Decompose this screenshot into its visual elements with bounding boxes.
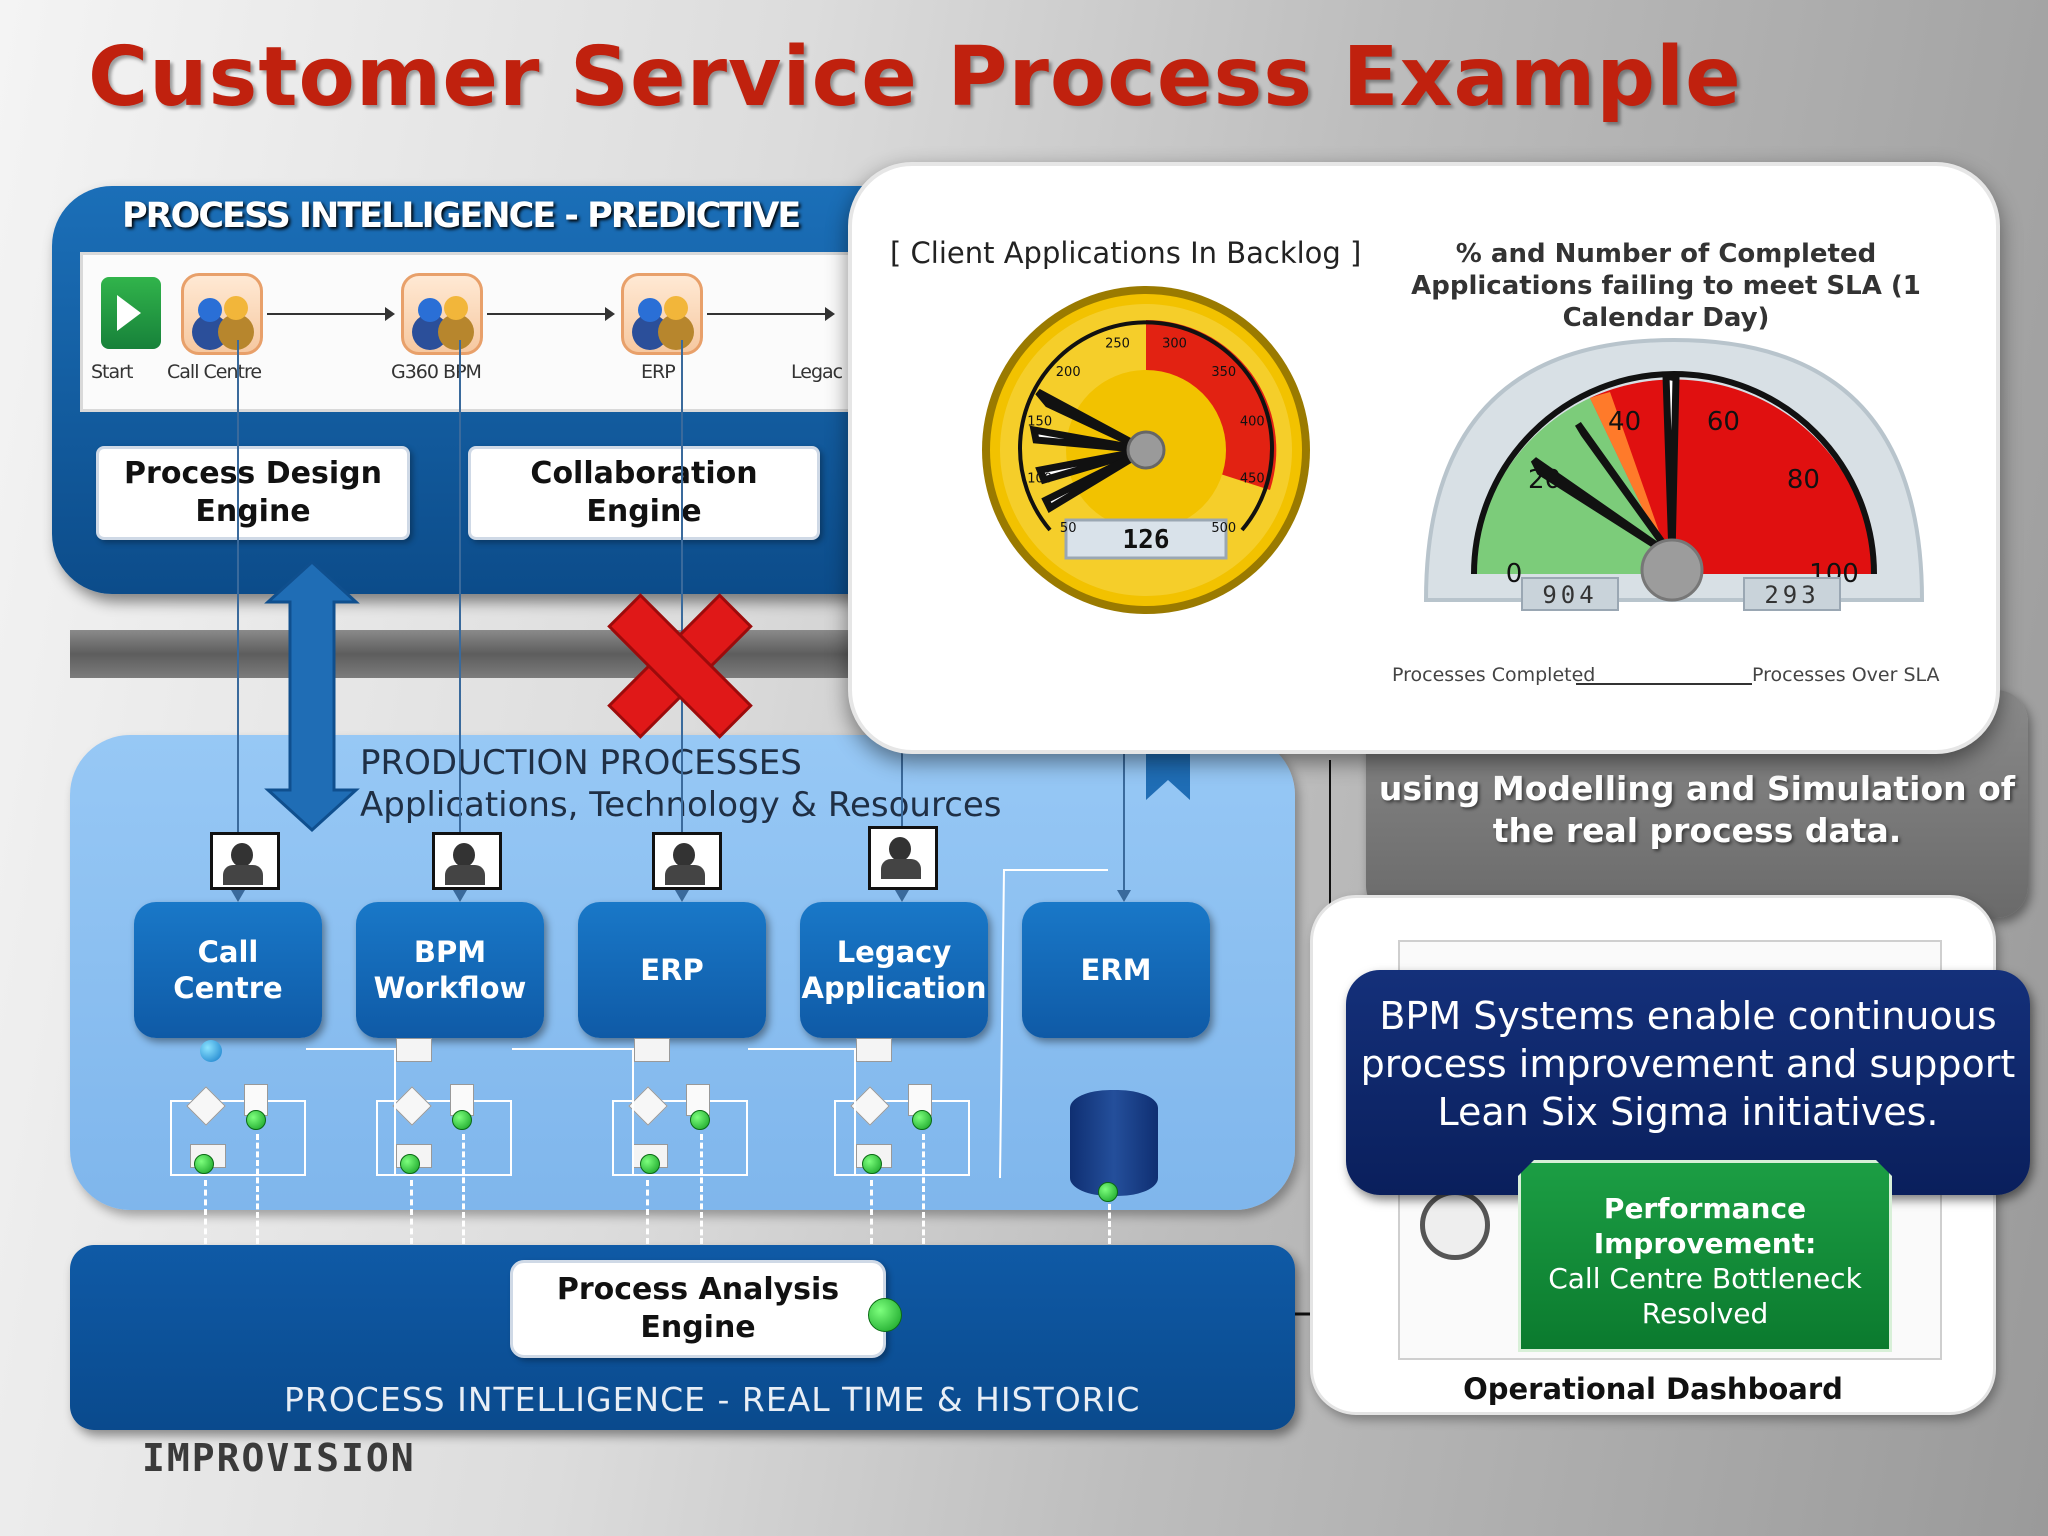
process-analysis-engine[interactable]: Process Analysis Engine [510, 1260, 886, 1358]
status-dot-icon [640, 1154, 660, 1174]
status-dot-icon [862, 1154, 882, 1174]
sla-tick-label: 80 [1787, 465, 1820, 495]
system-call-centre[interactable]: Call Centre [134, 902, 322, 1038]
performance-body: Call Centre Bottleneck Resolved [1548, 1262, 1862, 1330]
flow-arrow [267, 307, 395, 321]
collaboration-engine[interactable]: Collaboration Engine [468, 446, 820, 540]
dashed-link [204, 1180, 207, 1244]
page-title: Customer Service Process Example [88, 30, 1742, 125]
database-icon [1070, 1090, 1158, 1196]
backlog-tick-label: 400 [1240, 415, 1265, 430]
status-dot-icon [868, 1298, 902, 1332]
over-sla-counter: 293 [1764, 581, 1819, 609]
backlog-tick-label: 250 [1105, 337, 1130, 352]
erp-node-icon[interactable] [621, 273, 703, 355]
completed-counter: 904 [1542, 581, 1597, 609]
sla-tick-label: 60 [1707, 407, 1740, 437]
flow-label-erp: ERP [641, 361, 676, 383]
sla-tick-label: 40 [1608, 407, 1641, 437]
workflow-loop [612, 1100, 748, 1176]
backlog-tick-label: 150 [1027, 415, 1052, 430]
dashed-link [410, 1180, 413, 1244]
improvision-logo: IMPROVISION [142, 1436, 416, 1480]
status-dot-icon [400, 1154, 420, 1174]
production-title-line1: PRODUCTION PROCESSES [360, 743, 802, 783]
operational-dashboard-label: Operational Dashboard [1463, 1372, 1843, 1406]
separator-bar [70, 630, 890, 678]
performance-improvement-box: Performance Improvement: Call Centre Bot… [1518, 1160, 1892, 1352]
dashed-link [646, 1180, 649, 1244]
backlog-tick-label: 450 [1240, 472, 1265, 487]
flow-label-legacy: Legac [791, 361, 843, 383]
dashed-link [1108, 1204, 1111, 1244]
process-design-engine[interactable]: Process Design Engine [96, 446, 410, 540]
backlog-tick-label: 200 [1056, 365, 1081, 380]
task-icon [634, 1038, 670, 1062]
start-node-icon[interactable] [101, 277, 161, 349]
backlog-counter: 126 [1123, 525, 1170, 555]
system-bpm-workflow[interactable]: BPM Workflow [356, 902, 544, 1038]
dashed-link [256, 1134, 259, 1244]
backlog-tick-label: 500 [1211, 521, 1236, 536]
backlog-tick-label: 350 [1211, 365, 1236, 380]
task-icon [396, 1038, 432, 1062]
workflow-connector [306, 1048, 396, 1176]
processes-completed-label: Processes Completed [1392, 664, 1596, 686]
double-arrow-icon [264, 559, 360, 833]
operator-photo-icon [868, 826, 938, 890]
simulation-callout-text: using Modelling and Simulation of the re… [1378, 769, 2016, 850]
workflow-loop [170, 1100, 306, 1176]
sla-tick-label: 0 [1506, 559, 1523, 589]
workflow-connector [512, 1048, 634, 1176]
status-dot-icon [1098, 1182, 1118, 1202]
bookmark-icon [1146, 754, 1190, 800]
status-dot-icon [194, 1154, 214, 1174]
flow-arrow [487, 307, 615, 321]
predictive-panel-title: PROCESS INTELLIGENCE - PREDICTIVE [122, 196, 801, 236]
performance-title: Performance Improvement: [1593, 1192, 1817, 1260]
bpm-node-icon[interactable] [401, 273, 483, 355]
call-centre-node-icon[interactable] [181, 273, 263, 355]
workflow-connector [748, 1048, 856, 1176]
production-panel-title: PRODUCTION PROCESSES Applications, Techn… [360, 742, 1002, 826]
processes-over-sla-label: Processes Over SLA [1752, 664, 1940, 686]
workflow-loop [376, 1100, 512, 1176]
backlog-tick-label: 100 [1027, 472, 1052, 487]
flow-arrow [707, 307, 835, 321]
status-dot-icon [200, 1040, 222, 1062]
sla-gauge-caption: % and Number of Completed Applications f… [1411, 239, 1921, 333]
system-erm[interactable]: ERM [1022, 902, 1210, 1038]
blocked-cross-icon [607, 593, 753, 739]
backlog-tick-label: 300 [1162, 337, 1187, 352]
production-title-line2: Applications, Technology & Resources [360, 785, 1002, 825]
dashed-link [870, 1180, 873, 1244]
bpm-callout: BPM Systems enable continuous process im… [1346, 970, 2030, 1195]
workflow-loop [834, 1100, 970, 1176]
dashed-link [700, 1134, 703, 1244]
system-legacy-application[interactable]: Legacy Application [800, 902, 988, 1038]
flow-label-start: Start [91, 361, 133, 383]
status-dot-icon [452, 1110, 472, 1130]
backlog-gauge: 126 50 100 150 200 250 300 350 400 450 500 [982, 286, 1310, 614]
operator-photo-icon [652, 832, 722, 890]
operator-photo-icon [210, 832, 280, 890]
status-dot-icon [246, 1110, 266, 1130]
dashed-link [462, 1134, 465, 1244]
backlog-tick-label: 50 [1060, 521, 1077, 536]
dashed-link [922, 1134, 925, 1244]
backlog-gauge-caption: [ Client Applications In Backlog ] [890, 236, 1362, 270]
system-erp[interactable]: ERP [578, 902, 766, 1038]
status-dot-icon [690, 1110, 710, 1130]
realtime-panel-title: PROCESS INTELLIGENCE - REAL TIME & HISTO… [284, 1380, 1141, 1419]
task-icon [856, 1038, 892, 1062]
status-dot-icon [912, 1110, 932, 1130]
operator-photo-icon [432, 832, 502, 890]
backlog-needles [1029, 388, 1148, 513]
bpm-callout-text: BPM Systems enable continuous process im… [1360, 994, 2016, 1134]
